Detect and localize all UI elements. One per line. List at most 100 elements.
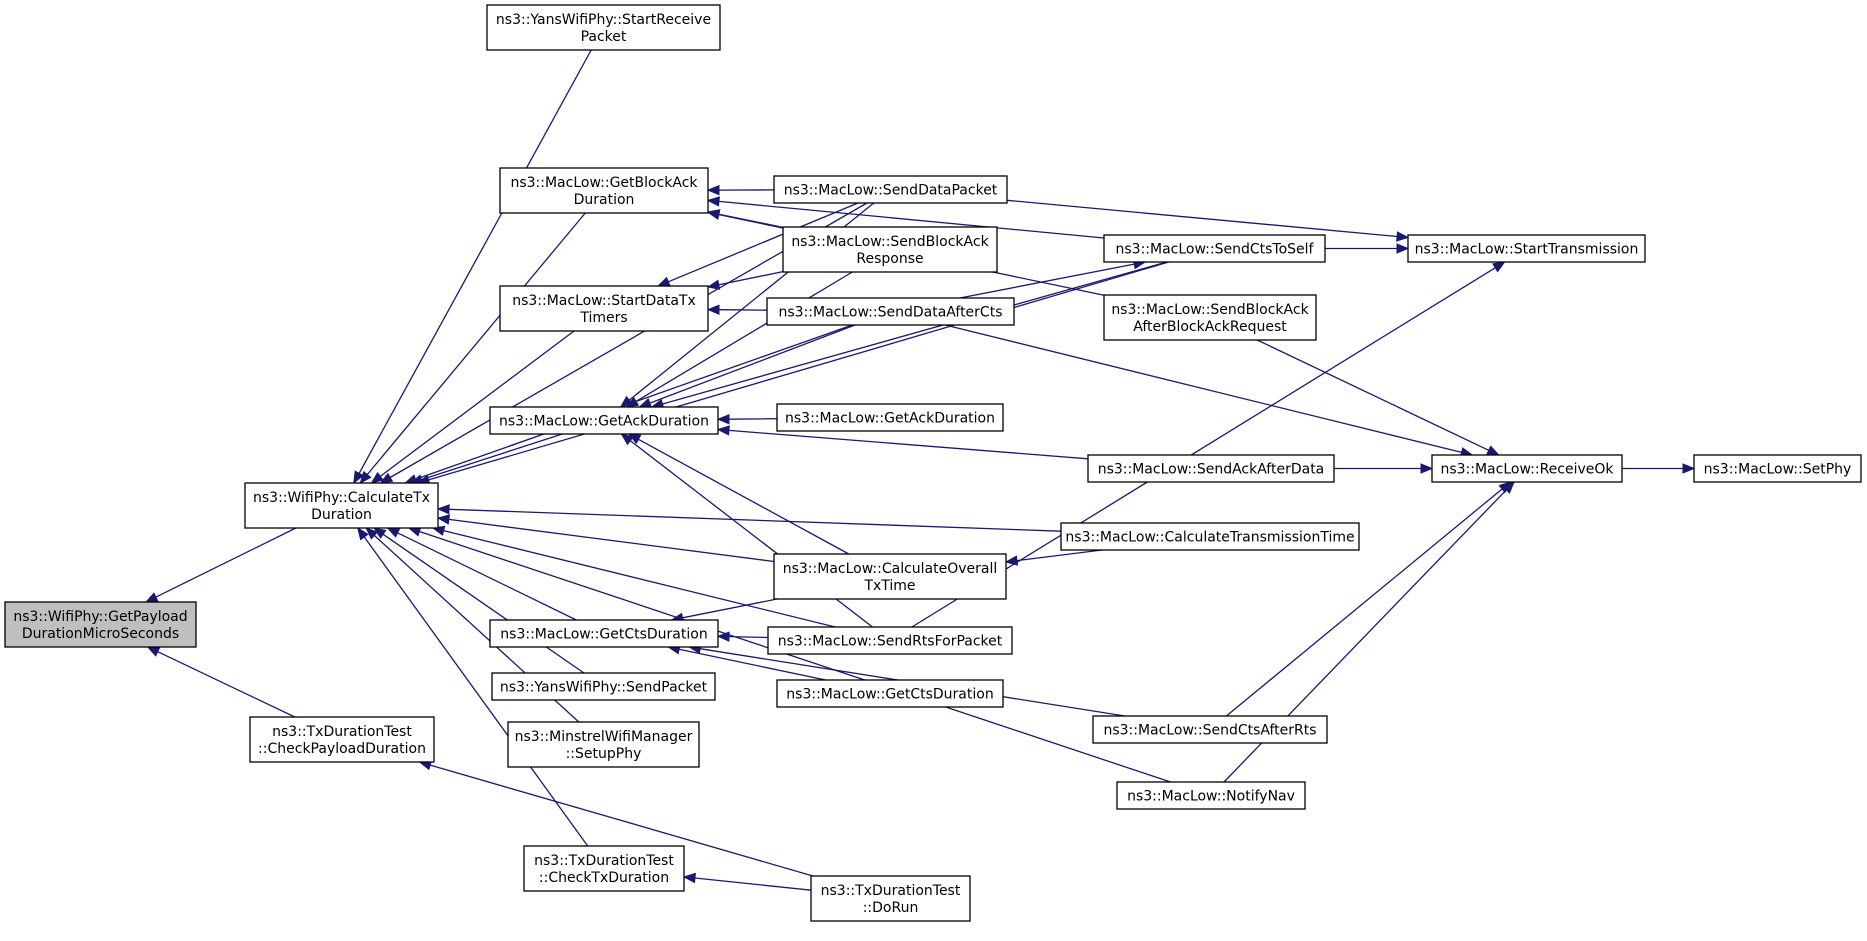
edge-sendAAD-to-getAck	[716, 425, 1089, 460]
arrowhead	[379, 472, 394, 484]
arrowhead	[370, 471, 384, 484]
node-box	[1431, 454, 1623, 483]
edge-checkPayload-to-getPayload	[146, 646, 296, 718]
node-box	[491, 672, 716, 701]
edge-sendAAD-to-receiveOk	[1334, 463, 1434, 474]
arrowhead	[706, 184, 720, 196]
edge-sendBAResp-to-startDataTx	[706, 270, 784, 290]
node-box	[507, 721, 700, 768]
edge-sendBAABAR-to-receiveOk	[1256, 339, 1500, 456]
node-label: ::CheckTxDuration	[539, 870, 669, 886]
arrowhead	[706, 209, 721, 220]
node-doRun[interactable]: ns3::TxDurationTest::DoRun	[810, 875, 971, 922]
arrowhead	[386, 527, 401, 538]
arrowhead	[656, 276, 671, 287]
node-sendCAR[interactable]: ns3::MacLow::SendCtsAfterRts	[1092, 715, 1328, 744]
node-setPhy[interactable]: ns3::MacLow::SetPhy	[1693, 454, 1862, 483]
edge-calcTT-to-calcOverall	[1004, 549, 1103, 566]
node-label: ns3::MacLow::SendDataAfterCts	[779, 305, 1003, 321]
node-notifyNav[interactable]: ns3::MacLow::NotifyNav	[1116, 781, 1306, 810]
arrowhead	[716, 413, 730, 425]
node-sendData[interactable]: ns3::MacLow::SendDataPacket	[773, 175, 1008, 204]
node-checkPayload[interactable]: ns3::TxDurationTest::CheckPayloadDuratio…	[249, 716, 435, 763]
node-label: ns3::MacLow::CalculateOverall	[783, 561, 998, 577]
node-box	[776, 679, 1004, 708]
node-box	[249, 716, 435, 763]
edge-sendCtsSelf-to-getAck	[650, 261, 1167, 409]
node-receiveOk[interactable]: ns3::MacLow::ReceiveOk	[1431, 454, 1623, 483]
edge-yansStart-to-calcTx	[353, 49, 592, 485]
node-box	[244, 482, 439, 529]
node-box	[1103, 234, 1326, 263]
node-box	[782, 226, 998, 273]
node-startTx[interactable]: ns3::MacLow::StartTransmission	[1407, 234, 1646, 263]
edge-sendDAC-to-getAck	[638, 324, 856, 408]
node-label: Duration	[311, 507, 372, 523]
node-yansSend[interactable]: ns3::YansWifiPhy::SendPacket	[491, 672, 716, 701]
node-box	[1693, 454, 1862, 483]
node-getPayload[interactable]: ns3::WifiPhy::GetPayloadDurationMicroSec…	[4, 601, 197, 648]
node-label: ns3::TxDurationTest	[821, 883, 961, 899]
node-sendDAC[interactable]: ns3::MacLow::SendDataAfterCts	[766, 297, 1015, 326]
node-box	[489, 406, 719, 435]
arrowhead	[1682, 463, 1696, 474]
node-sendRts[interactable]: ns3::MacLow::SendRtsForPacket	[767, 626, 1013, 655]
edge-yansSend-to-calcTx	[373, 527, 585, 674]
node-box	[776, 403, 1004, 432]
edge-sendBAResp-to-getAck	[625, 271, 853, 408]
node-sendCtsSelf[interactable]: ns3::MacLow::SendCtsToSelf	[1103, 234, 1326, 263]
arrowhead	[706, 196, 720, 207]
node-getCts2[interactable]: ns3::MacLow::GetCtsDuration	[776, 679, 1004, 708]
edge-calcTx-to-getPayload	[144, 527, 297, 603]
arrowhead	[353, 470, 364, 485]
node-getAck[interactable]: ns3::MacLow::GetAckDuration	[489, 406, 719, 435]
arrowhead	[365, 527, 379, 540]
edge-getAck-to-calcTx	[409, 433, 563, 485]
arrowhead	[359, 470, 372, 485]
edge-sendRts-to-startTx	[911, 261, 1506, 628]
node-label: AfterBlockAckRequest	[1133, 319, 1287, 335]
node-label: ns3::WifiPhy::GetPayload	[13, 609, 187, 625]
arrowhead	[625, 396, 640, 408]
node-box	[1103, 294, 1317, 341]
edge-calcOverall-to-getCts	[670, 598, 778, 623]
node-sendAAD[interactable]: ns3::MacLow::SendAckAfterData	[1087, 454, 1335, 483]
arrowhead	[716, 631, 730, 642]
node-label: Packet	[581, 29, 627, 45]
node-checkTx[interactable]: ns3::TxDurationTest::CheckTxDuration	[523, 845, 685, 892]
node-label: DurationMicroSeconds	[22, 626, 179, 642]
node-label: ns3::MacLow::CalculateTransmissionTime	[1065, 530, 1354, 546]
edge-calcOverall-to-calcTx	[436, 514, 775, 563]
node-minstrel[interactable]: ns3::MinstrelWifiManager::SetupPhy	[507, 721, 700, 768]
arrowhead	[403, 474, 418, 485]
node-label: Duration	[574, 192, 635, 208]
node-box	[1060, 522, 1360, 551]
node-sendBAABAR[interactable]: ns3::MacLow::SendBlockAckAfterBlockAckRe…	[1103, 294, 1317, 341]
edge-layer	[144, 49, 1696, 891]
node-box	[1407, 234, 1646, 263]
node-label: ns3::MacLow::NotifyNav	[1127, 789, 1295, 805]
node-box	[4, 601, 197, 648]
edge-calcTT-to-calcTx	[436, 504, 1062, 532]
node-box	[767, 626, 1013, 655]
node-calcTT[interactable]: ns3::MacLow::CalculateTransmissionTime	[1060, 522, 1360, 551]
node-label: ns3::TxDurationTest	[534, 853, 674, 869]
node-label: ::SetupPhy	[566, 746, 642, 762]
arrowhead	[436, 514, 451, 525]
node-label: ::CheckPayloadDuration	[258, 741, 426, 757]
arrowhead	[706, 279, 721, 290]
node-getAck2[interactable]: ns3::MacLow::GetAckDuration	[776, 403, 1004, 432]
node-label: TxTime	[863, 578, 915, 594]
node-box	[810, 875, 971, 922]
edge-sendCtsSelf-to-getBlockAck	[706, 196, 1105, 239]
node-getCts[interactable]: ns3::MacLow::GetCtsDuration	[489, 619, 719, 648]
arrowhead	[1004, 555, 1019, 566]
node-label: ns3::MacLow::ReceiveOk	[1440, 462, 1614, 478]
node-box	[1087, 454, 1335, 483]
